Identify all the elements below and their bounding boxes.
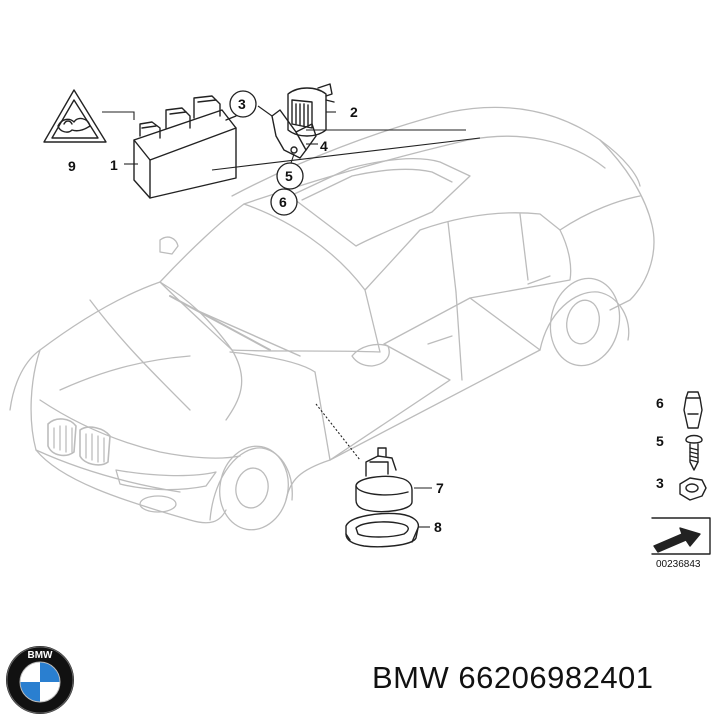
screw-icon bbox=[685, 434, 703, 471]
clip-nut-icon bbox=[683, 391, 703, 429]
reference-code: 00236843 bbox=[656, 559, 701, 570]
part-caption: BMW 66206982401 bbox=[372, 660, 654, 696]
callout-4: 4 bbox=[320, 138, 328, 154]
car-outline bbox=[9, 106, 655, 531]
caption-part-number: 66206982401 bbox=[458, 660, 654, 695]
callout-6-circle bbox=[270, 188, 298, 216]
callout-5-circle bbox=[276, 162, 304, 190]
callout-6: 6 bbox=[279, 194, 287, 210]
callout-3-circle bbox=[229, 90, 257, 118]
callout-9: 9 bbox=[68, 158, 76, 174]
control-unit-module bbox=[133, 95, 237, 199]
bmw-roundel-icon: BMW bbox=[6, 646, 74, 714]
leader-lines bbox=[102, 105, 481, 528]
callout-2: 2 bbox=[350, 104, 358, 120]
sensor-unit-part bbox=[355, 447, 413, 513]
logo-text: BMW bbox=[28, 650, 54, 661]
legend-6: 6 bbox=[656, 395, 664, 411]
direction-arrow-icon bbox=[651, 517, 711, 555]
callout-1: 1 bbox=[110, 157, 118, 173]
caption-brand: BMW bbox=[372, 660, 450, 695]
callout-3: 3 bbox=[238, 96, 246, 112]
callout-8: 8 bbox=[434, 519, 442, 535]
legend-5: 5 bbox=[656, 433, 664, 449]
legend-3: 3 bbox=[656, 475, 664, 491]
warning-label-icon bbox=[43, 89, 107, 143]
hex-nut-icon bbox=[679, 477, 707, 501]
callout-7: 7 bbox=[436, 480, 444, 496]
callout-5: 5 bbox=[285, 168, 293, 184]
retaining-ring-part bbox=[345, 512, 420, 548]
alarm-siren-part bbox=[287, 83, 335, 137]
